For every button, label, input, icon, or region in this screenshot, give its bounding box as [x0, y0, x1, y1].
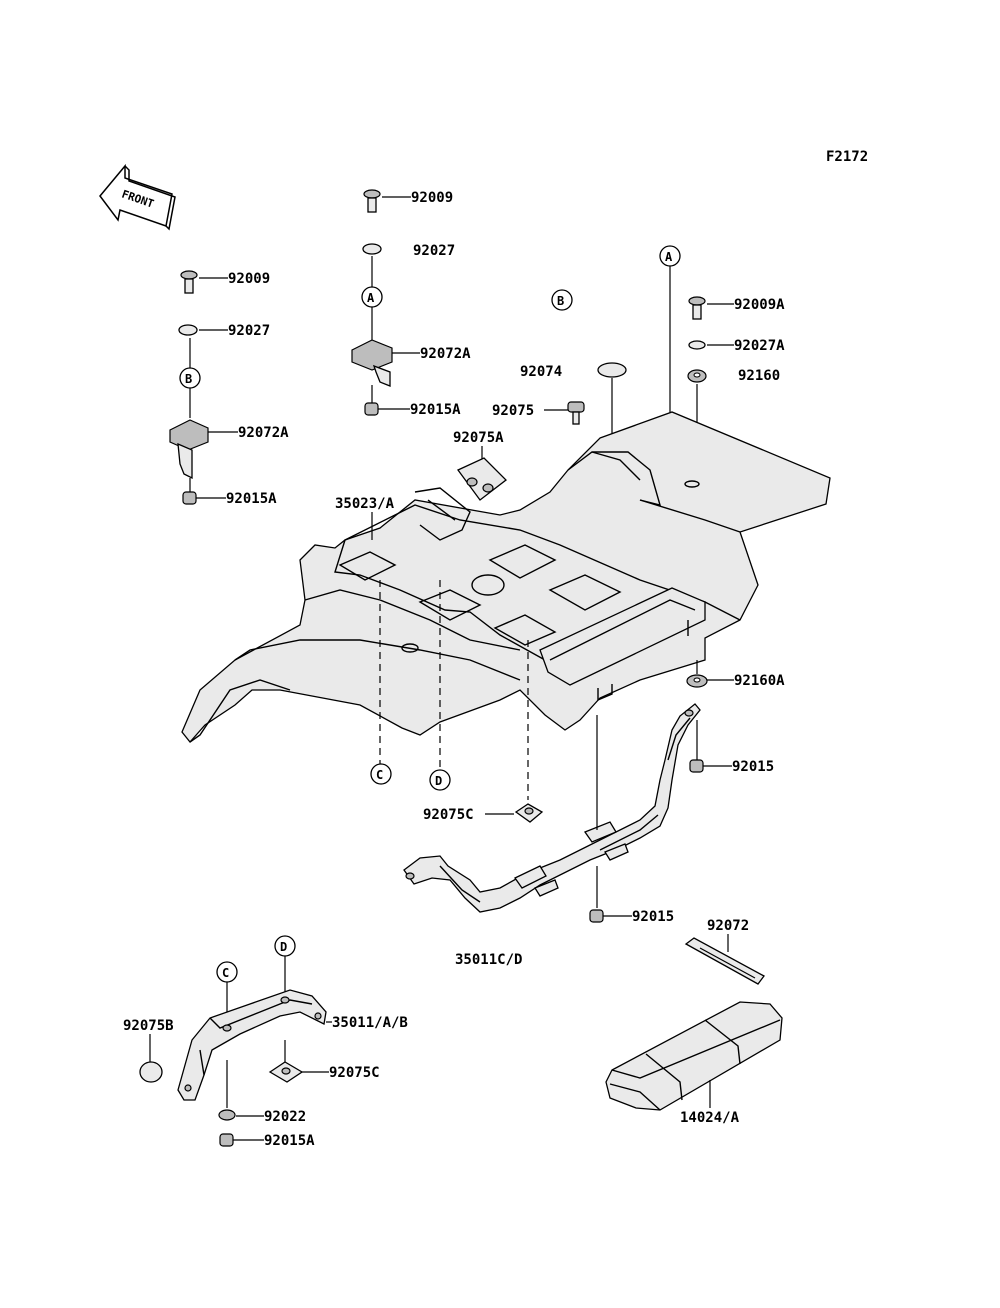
label-92072: 92072 [707, 918, 749, 934]
label-92074: 92074 [520, 364, 562, 380]
label-35011AB: 35011/A/B [332, 1015, 408, 1031]
label-35011CD: 35011C/D [455, 952, 522, 968]
label-92160: 92160 [738, 368, 780, 384]
label-92075C-mid: 92075C [423, 807, 474, 823]
bolt-92009-left-icon [180, 270, 198, 294]
callout-c-low: C [222, 966, 229, 980]
label-92015A-low: 92015A [264, 1133, 315, 1149]
label-92075C-low: 92075C [329, 1065, 380, 1081]
label-92027-left: 92027 [228, 323, 270, 339]
nut-92160-icon [687, 369, 707, 383]
front-arrow-icon: FRONT [99, 163, 176, 231]
callout-b-left: B [185, 372, 192, 386]
nut-92015A-low-icon [219, 1133, 234, 1147]
callout-b-center: B [557, 294, 564, 308]
pad-92075C-low-icon [268, 1061, 304, 1083]
label-92027A: 92027A [734, 338, 785, 354]
callout-d-mid: D [435, 774, 442, 788]
cap-92074-icon [597, 362, 627, 378]
label-92075: 92075 [492, 403, 534, 419]
label-92072A-mid: 92072A [420, 346, 471, 362]
callout-c-mid: C [376, 768, 383, 782]
label-92075A: 92075A [453, 430, 504, 446]
label-92015-lower: 92015 [632, 909, 674, 925]
pad-92075A-icon [457, 457, 507, 501]
label-92009A: 92009A [734, 297, 785, 313]
washer-92027-left-icon [178, 324, 198, 336]
cap-92075B-icon [139, 1061, 163, 1083]
pad-92075C-mid-icon [514, 803, 544, 823]
bracket-35011AB [177, 989, 327, 1101]
label-92075B: 92075B [123, 1018, 174, 1034]
washer-92022-icon [218, 1109, 236, 1121]
callout-a-mid: A [367, 291, 375, 305]
figure-code: F2172 [826, 149, 868, 165]
label-92027-mid: 92027 [413, 243, 455, 259]
rear-fender-body [181, 411, 831, 744]
label-14024A: 14024/A [680, 1110, 740, 1126]
callout-a-right: A [665, 250, 673, 264]
label-92015-right: 92015 [732, 759, 774, 775]
label-35023A: 35023/A [335, 496, 395, 512]
nut-92015-lower-icon [589, 909, 604, 923]
nut-92015A-mid-icon [364, 402, 379, 416]
seat-14024A-icon [605, 1001, 783, 1111]
nut-92160A-icon [686, 674, 708, 688]
clip-nut-92072A-mid-icon [351, 339, 393, 387]
callout-d-low: D [280, 940, 287, 954]
nut-92015A-left-icon [182, 491, 197, 505]
label-92009-left: 92009 [228, 271, 270, 287]
label-92022: 92022 [264, 1109, 306, 1125]
strap-92072-icon [684, 937, 765, 985]
nut-92015-right-icon [689, 759, 704, 773]
bolt-92009-mid-icon [363, 189, 381, 213]
label-92015A-mid: 92015A [410, 402, 461, 418]
label-92015A-left: 92015A [226, 491, 277, 507]
label-92072A-left: 92072A [238, 425, 289, 441]
label-92160A: 92160A [734, 673, 785, 689]
washer-92027A-icon [688, 340, 706, 350]
washer-92027-mid-icon [362, 243, 382, 255]
clip-nut-92072A-left-icon [169, 419, 209, 480]
bolt-92009A-icon [688, 296, 706, 320]
grommet-92075-icon [567, 401, 585, 425]
label-92009-mid: 92009 [411, 190, 453, 206]
frame-bracket-35011CD [403, 703, 701, 913]
